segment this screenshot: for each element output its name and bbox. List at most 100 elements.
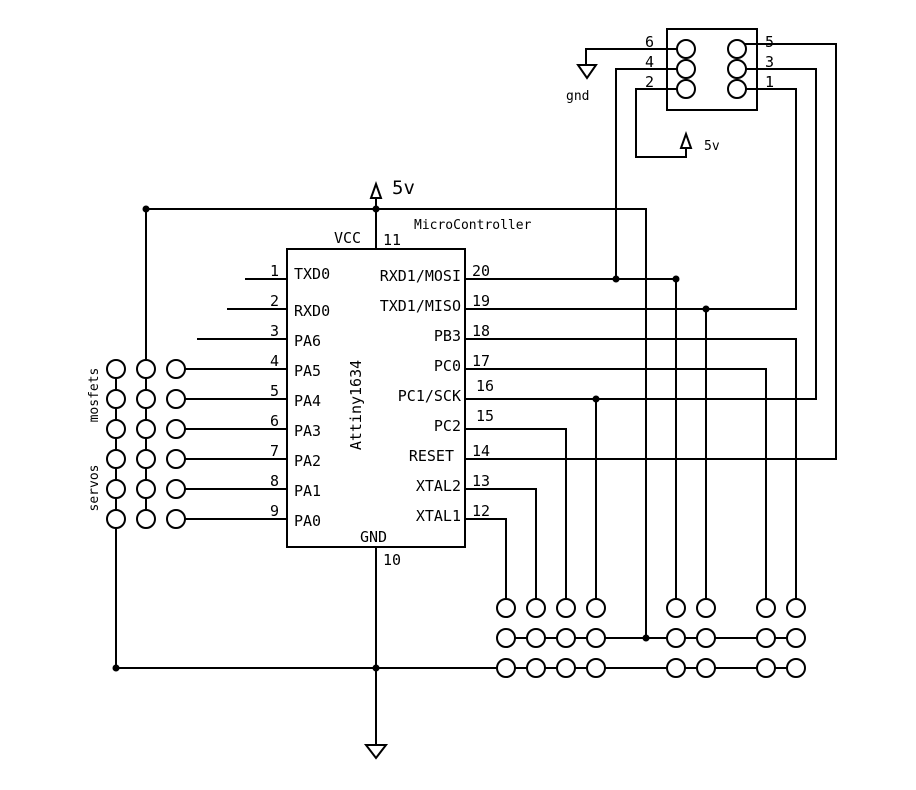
header-pin: [136, 509, 156, 529]
pin-5-number: 5: [270, 382, 279, 400]
pin-7-number: 7: [270, 442, 279, 460]
pin-4-number: 4: [270, 352, 279, 370]
gnd-junction: [372, 664, 380, 672]
bottom-header-pin: [756, 628, 776, 648]
bottom-header-pin: [666, 658, 686, 678]
isp-pin: [727, 59, 747, 79]
vcc-junction: [372, 205, 380, 213]
header-pin: [136, 479, 156, 499]
header-pin: [166, 509, 186, 529]
header-pin: [166, 419, 186, 439]
pin-16-label: PC1/SCK: [398, 387, 461, 405]
bottom-header-pin: [666, 598, 686, 618]
pin-12-wire: [464, 518, 507, 599]
pin-5-label: PA4: [294, 392, 321, 410]
isp-5v-wire: [635, 88, 687, 158]
bottom-header-pin: [756, 658, 776, 678]
isp-pin-2-number: 2: [645, 73, 654, 91]
vcc-label: VCC: [334, 229, 361, 247]
isp-ground-symbol-icon: [576, 64, 598, 80]
isp-gnd-label: gnd: [566, 89, 589, 104]
left-header: mosfets servos: [87, 359, 186, 529]
pin-14-number: 14: [472, 442, 490, 460]
right-pins: RXD1/MOSI 20 TXD1/MISO 19 PB3 18 PC0 17 …: [380, 262, 494, 525]
header-pin: [166, 479, 186, 499]
bottom-header-pin: [526, 598, 546, 618]
pin-19-wire: [464, 308, 707, 599]
isp-pin-6-number: 6: [645, 33, 654, 51]
isp-gnd-wire: [585, 48, 677, 64]
isp-pin-4-number: 4: [645, 53, 654, 71]
pin-20-number: 20: [472, 262, 490, 280]
header-pin: [136, 449, 156, 469]
power-rails: 5v: [112, 177, 650, 760]
pin-1-label: TXD0: [294, 265, 330, 283]
pin-18-wire: [464, 338, 797, 599]
isp-pin-3-number: 3: [765, 53, 774, 71]
pin-20-label: RXD1/MOSI: [380, 267, 461, 285]
pin-14-wire: [464, 43, 837, 460]
chip-title: MicroController: [414, 218, 532, 233]
isp-pin-1-number: 1: [765, 73, 774, 91]
isp-sck-wire: [745, 68, 817, 400]
bottom-header-pin: [556, 658, 576, 678]
bottom-header-pin: [756, 598, 776, 618]
bottom-header: [496, 598, 806, 678]
pin-14-label: RESET: [409, 447, 454, 465]
isp-5v-label: 5v: [704, 139, 720, 154]
bottom-header-pin: [556, 628, 576, 648]
isp-miso-wire: [705, 88, 797, 310]
pin-2-label: RXD0: [294, 302, 330, 320]
pin-7-label: PA2: [294, 452, 321, 470]
pin-15-number: 15: [476, 407, 494, 425]
header-pin: [106, 449, 126, 469]
pin-3-number: 3: [270, 322, 279, 340]
supply-5v-label: 5v: [392, 177, 415, 199]
pin-18-number: 18: [472, 322, 490, 340]
header-pin: [106, 419, 126, 439]
pin-20-wire: [464, 278, 677, 599]
pin-12-label: XTAL1: [416, 507, 461, 525]
pin-17-wire: [464, 368, 767, 599]
pin-6-number: 6: [270, 412, 279, 430]
header-pin: [106, 479, 126, 499]
gnd-pin-number: 10: [383, 551, 401, 569]
ground-symbol-icon: [363, 744, 389, 760]
pin-16-number: 16: [476, 377, 494, 395]
pin-9-number: 9: [270, 502, 279, 520]
right-signal-wires: [464, 43, 837, 599]
vcc-arrow-icon: [369, 181, 383, 199]
bottom-header-pin: [696, 628, 716, 648]
pin-6-label: PA3: [294, 422, 321, 440]
bottom-header-pin: [786, 628, 806, 648]
bottom-header-pin: [526, 658, 546, 678]
isp-mosi-wire: [615, 68, 677, 280]
pin-8-label: PA1: [294, 482, 321, 500]
sck-junction: [592, 395, 600, 403]
isp-pin: [676, 79, 696, 99]
servos-label: servos: [87, 465, 102, 512]
isp-pin: [676, 39, 696, 59]
bottom-header-pin: [526, 628, 546, 648]
bottom-header-pin: [496, 628, 516, 648]
header-pin: [136, 359, 156, 379]
header-pin: [106, 389, 126, 409]
vcc-pin-number: 11: [383, 231, 401, 249]
header-pin: [166, 359, 186, 379]
header-pin: [106, 509, 126, 529]
pin-17-number: 17: [472, 352, 490, 370]
pin-20-bend-junction: [672, 275, 680, 283]
bottom-header-pin: [586, 628, 606, 648]
bottom-header-pin: [786, 658, 806, 678]
pin-17-label: PC0: [434, 357, 461, 375]
isp-5v-arrow-icon: [679, 131, 693, 149]
header-pin: [166, 389, 186, 409]
isp-header: gnd 5v 6 4 2 5 3 1: [566, 28, 817, 400]
pin-13-wire: [464, 488, 537, 599]
isp-pin-5-number: 5: [765, 33, 774, 51]
isp-pin: [727, 79, 747, 99]
pin-3-label: PA6: [294, 332, 321, 350]
header-pin: [136, 389, 156, 409]
pin-13-label: XTAL2: [416, 477, 461, 495]
header-pin: [166, 449, 186, 469]
